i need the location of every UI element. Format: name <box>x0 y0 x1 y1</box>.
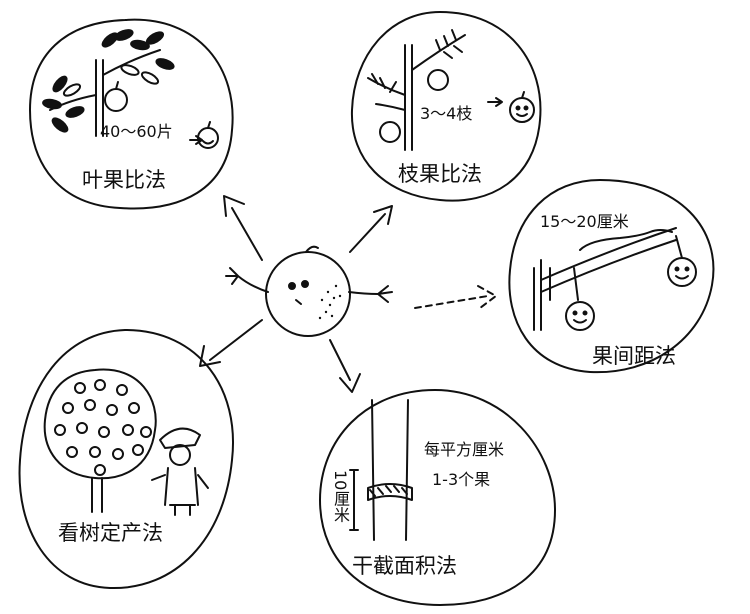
arrow-to-trunk <box>329 339 361 393</box>
arrow-to-spacing <box>414 285 497 309</box>
spacing-method-illustration <box>533 227 697 331</box>
branch-method-circle <box>350 11 542 202</box>
spacing-method-circle <box>508 179 715 374</box>
leaf-title: 叶果比法 <box>82 168 166 192</box>
tree-title: 看树定产法 <box>58 521 163 545</box>
leaf-method-illustration <box>42 29 219 149</box>
trunk-method-circle <box>319 389 556 606</box>
spacing-detail: 15～20厘米 <box>540 212 629 231</box>
branch-title: 枝果比法 <box>398 162 482 186</box>
arrow-to-branch <box>349 205 393 253</box>
trunk-height-label: 10厘米 <box>331 470 350 523</box>
branch-method-illustration <box>367 29 535 151</box>
spacing-title: 果间距法 <box>592 344 676 368</box>
leaf-detail: 40～60片 <box>100 122 173 141</box>
trunk-detail-line1: 每平方厘米 <box>424 440 505 459</box>
branch-detail: 3～4枝 <box>420 104 473 123</box>
trunk-title: 干截面积法 <box>352 554 457 578</box>
arrow-to-leaf <box>223 195 263 261</box>
leaf-method-circle <box>29 18 234 210</box>
arrow-to-tree <box>199 319 263 367</box>
trunk-method-illustration <box>349 399 413 541</box>
fruit-character <box>225 245 393 337</box>
tree-method-circle <box>18 329 234 590</box>
tree-method-illustration <box>43 368 209 516</box>
trunk-detail-line2: 1-3个果 <box>432 470 491 489</box>
